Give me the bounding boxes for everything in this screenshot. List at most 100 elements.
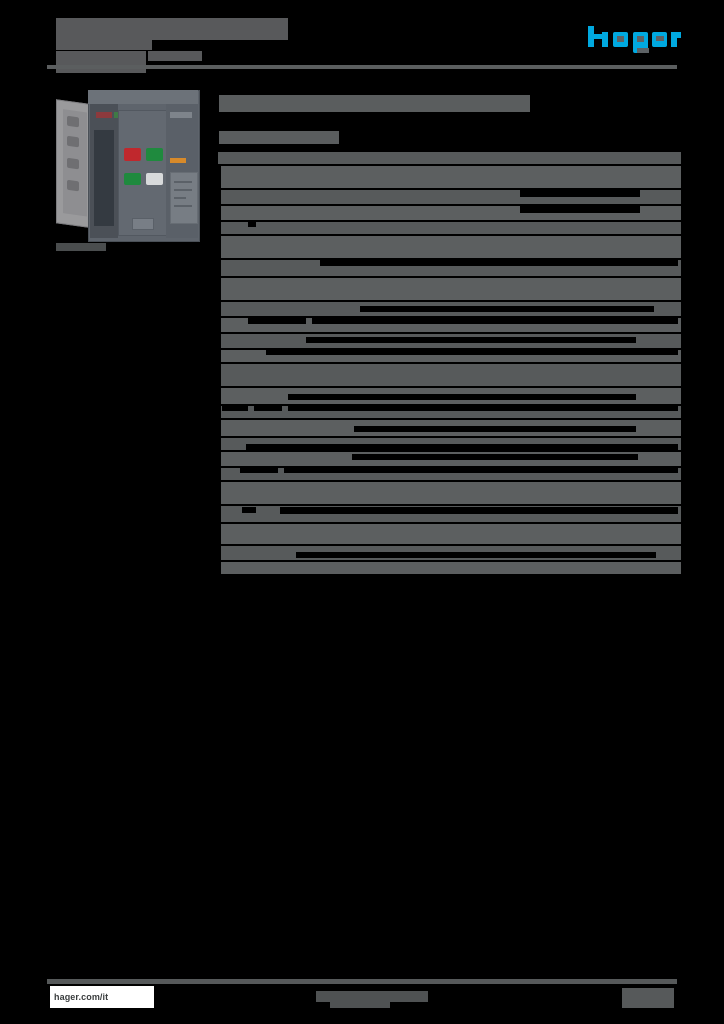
footer-divider [47, 979, 677, 984]
table-row-separator [218, 466, 681, 468]
table-cell-gap [218, 452, 221, 466]
table-row [218, 406, 681, 418]
table-row-separator [218, 276, 681, 278]
table-cell-gap [306, 337, 636, 343]
table-row-separator [218, 362, 681, 364]
table-row-separator [218, 560, 681, 562]
table-cell-gap [520, 190, 640, 197]
table-cell-gap [360, 306, 654, 312]
table-row [218, 388, 681, 404]
breaker-trip-unit-mark [170, 158, 186, 163]
subsection-heading-redacted [219, 131, 339, 144]
footer-url-text: hager.com/it [54, 992, 109, 1002]
table-cell-gap [218, 350, 221, 362]
table-row [218, 278, 681, 300]
table-cell-gap [218, 482, 221, 504]
table-row-separator [218, 300, 681, 302]
table-cell-gap [218, 506, 221, 522]
table-cell-gap [218, 468, 221, 480]
table-cell-gap [296, 552, 656, 558]
table-row-separator [218, 234, 681, 236]
breaker-top-label-red [96, 112, 112, 118]
table-cell-gap [218, 302, 221, 316]
footer-center-secondary-redacted [330, 999, 390, 1008]
table-cell-gap [218, 222, 221, 234]
table-row [218, 318, 681, 332]
table-cell-gap [266, 350, 678, 355]
table-cell-gap [218, 546, 221, 560]
footer-page-number-redacted [622, 988, 674, 1008]
table-row-separator [218, 574, 681, 576]
table-row [218, 438, 681, 450]
table-cell-gap [288, 394, 636, 400]
table-row [218, 468, 681, 480]
table-row [218, 506, 681, 522]
table-row [218, 222, 681, 234]
table-row [218, 420, 681, 436]
table-cell-gap [288, 406, 678, 411]
table-cell-gap [218, 388, 221, 404]
header-divider [47, 65, 677, 69]
table-cell-gap [218, 420, 221, 436]
table-row [218, 562, 681, 574]
table-row [218, 482, 681, 504]
table-row [218, 166, 681, 188]
table-row-separator [218, 480, 681, 482]
table-cell-gap [218, 278, 221, 300]
table-row-separator [218, 332, 681, 334]
table-row-separator [218, 404, 681, 406]
breaker-trip-unit-display [170, 172, 198, 224]
breaker-status-indicator-green [124, 173, 141, 185]
table-cell-gap [248, 222, 256, 227]
table-cell-gap [218, 438, 221, 450]
page-title-notch-redacted [148, 51, 202, 61]
table-row [218, 302, 681, 316]
table-cell-gap [218, 406, 221, 418]
table-row-separator [218, 450, 681, 452]
table-cell-gap [312, 318, 678, 324]
breaker-status-indicator-white [146, 173, 163, 185]
table-cell-gap [520, 206, 640, 213]
table-cell-gap [218, 318, 221, 332]
table-cell-gap [218, 166, 221, 188]
table-row [218, 190, 681, 204]
footer-url-box[interactable]: hager.com/it [50, 986, 154, 1008]
table-cell-gap [218, 334, 221, 348]
table-row-separator [218, 418, 681, 420]
table-row-separator [218, 258, 681, 260]
page-title-line-2-redacted [56, 51, 146, 73]
table-row [218, 236, 681, 258]
footer-center-redacted [316, 991, 428, 1002]
table-row [218, 546, 681, 560]
table-cell-gap [218, 236, 221, 258]
table-cell-gap [280, 507, 678, 514]
table-row [218, 350, 681, 362]
table-row-separator [218, 348, 681, 350]
table-row [218, 364, 681, 386]
table-row-separator [218, 220, 681, 222]
table-cell-gap [218, 364, 221, 386]
table-cell-gap [222, 406, 248, 411]
table-row [218, 260, 681, 276]
product-image-air-circuit-breaker [56, 90, 201, 242]
table-row [218, 334, 681, 348]
page-title-line-1-redacted [56, 18, 288, 40]
table-cell-gap [242, 507, 256, 513]
table-row-separator [218, 188, 681, 190]
table-row-separator [218, 504, 681, 506]
table-row-separator [218, 316, 681, 318]
table-cell-gap [352, 454, 638, 460]
breaker-left-panel-inset [94, 130, 114, 226]
table-row-separator [218, 164, 681, 166]
table-row-separator [218, 204, 681, 206]
hager-logo [586, 24, 682, 54]
table-row-separator [218, 386, 681, 388]
table-cell-gap [218, 260, 221, 276]
breaker-top-face [88, 90, 198, 104]
table-cell-gap [284, 468, 678, 473]
table-cell-gap [240, 468, 278, 473]
table-row [218, 452, 681, 466]
table-cell-gap [254, 406, 282, 411]
figure-caption-redacted [56, 243, 106, 251]
